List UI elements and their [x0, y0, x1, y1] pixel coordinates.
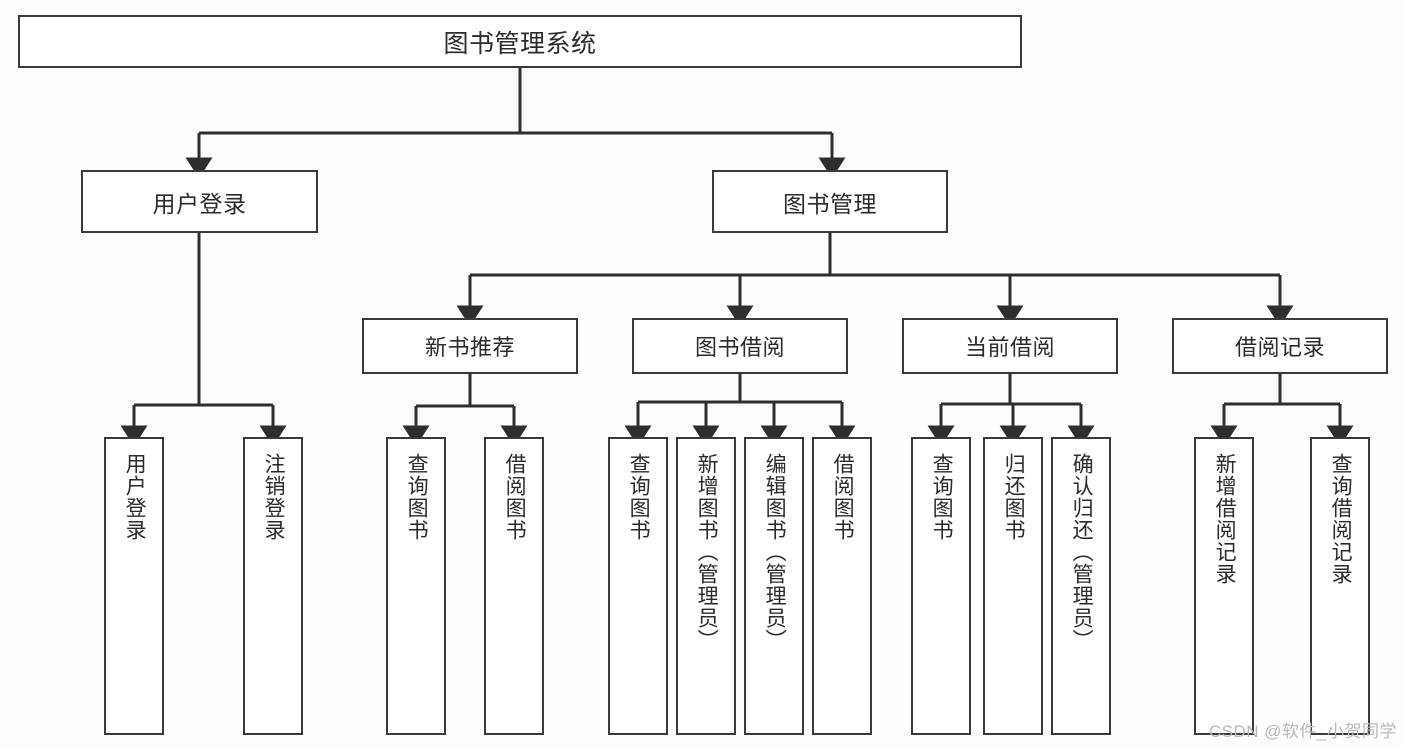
node-leaf-borrow-book-2-label: 借阅图书	[831, 453, 855, 541]
node-leaf-add-book-label: 新增图书（管理员）	[695, 453, 719, 651]
node-leaf-query-book-2[interactable]: 查询图书	[608, 437, 668, 735]
node-leaf-user-login-label: 用户登录	[123, 453, 147, 541]
node-user-login[interactable]: 用户登录	[81, 170, 318, 233]
node-user-login-label: 用户登录	[152, 190, 247, 217]
node-leaf-user-logout-label: 注销登录	[262, 453, 286, 541]
node-current-borrow-label: 当前借阅	[964, 335, 1055, 360]
node-leaf-edit-book[interactable]: 编辑图书（管理员）	[744, 437, 804, 735]
node-leaf-borrow-book-1[interactable]: 借阅图书	[484, 437, 544, 735]
node-leaf-user-login[interactable]: 用户登录	[104, 437, 164, 735]
node-book-manage[interactable]: 图书管理	[712, 170, 948, 233]
node-root-book-management-system[interactable]: 图书管理系统	[18, 15, 1022, 68]
node-leaf-borrow-book-1-label: 借阅图书	[503, 453, 527, 541]
node-leaf-confirm-return[interactable]: 确认归还（管理员）	[1051, 437, 1111, 735]
node-leaf-user-logout[interactable]: 注销登录	[243, 437, 303, 735]
node-new-book-recommend-label: 新书推荐	[424, 335, 515, 360]
node-leaf-return-book[interactable]: 归还图书	[983, 437, 1043, 735]
node-borrow-record-label: 借阅记录	[1234, 335, 1325, 360]
node-book-borrow[interactable]: 图书借阅	[632, 318, 848, 374]
node-leaf-query-book-3[interactable]: 查询图书	[911, 437, 971, 735]
node-leaf-add-book[interactable]: 新增图书（管理员）	[676, 437, 736, 735]
node-leaf-add-record[interactable]: 新增借阅记录	[1194, 437, 1254, 735]
node-book-borrow-label: 图书借阅	[694, 335, 785, 360]
node-leaf-edit-book-label: 编辑图书（管理员）	[763, 453, 787, 651]
node-leaf-query-book-3-label: 查询图书	[930, 453, 954, 541]
node-current-borrow[interactable]: 当前借阅	[902, 318, 1118, 374]
node-leaf-query-record[interactable]: 查询借阅记录	[1310, 437, 1370, 735]
node-leaf-query-book-2-label: 查询图书	[627, 453, 651, 541]
node-leaf-borrow-book-2[interactable]: 借阅图书	[812, 437, 872, 735]
node-leaf-query-book-1-label: 查询图书	[405, 453, 429, 541]
node-leaf-query-book-1[interactable]: 查询图书	[386, 437, 446, 735]
node-book-manage-label: 图书管理	[783, 190, 877, 217]
node-root-label: 图书管理系统	[443, 29, 597, 58]
node-leaf-confirm-return-label: 确认归还（管理员）	[1070, 453, 1094, 651]
node-new-book-recommend[interactable]: 新书推荐	[362, 318, 578, 374]
watermark-text: CSDN @软件_小贺同学	[1208, 722, 1397, 741]
node-borrow-record[interactable]: 借阅记录	[1172, 318, 1388, 374]
node-leaf-return-book-label: 归还图书	[1002, 453, 1026, 541]
node-leaf-add-record-label: 新增借阅记录	[1213, 453, 1237, 585]
node-leaf-query-record-label: 查询借阅记录	[1329, 453, 1353, 585]
